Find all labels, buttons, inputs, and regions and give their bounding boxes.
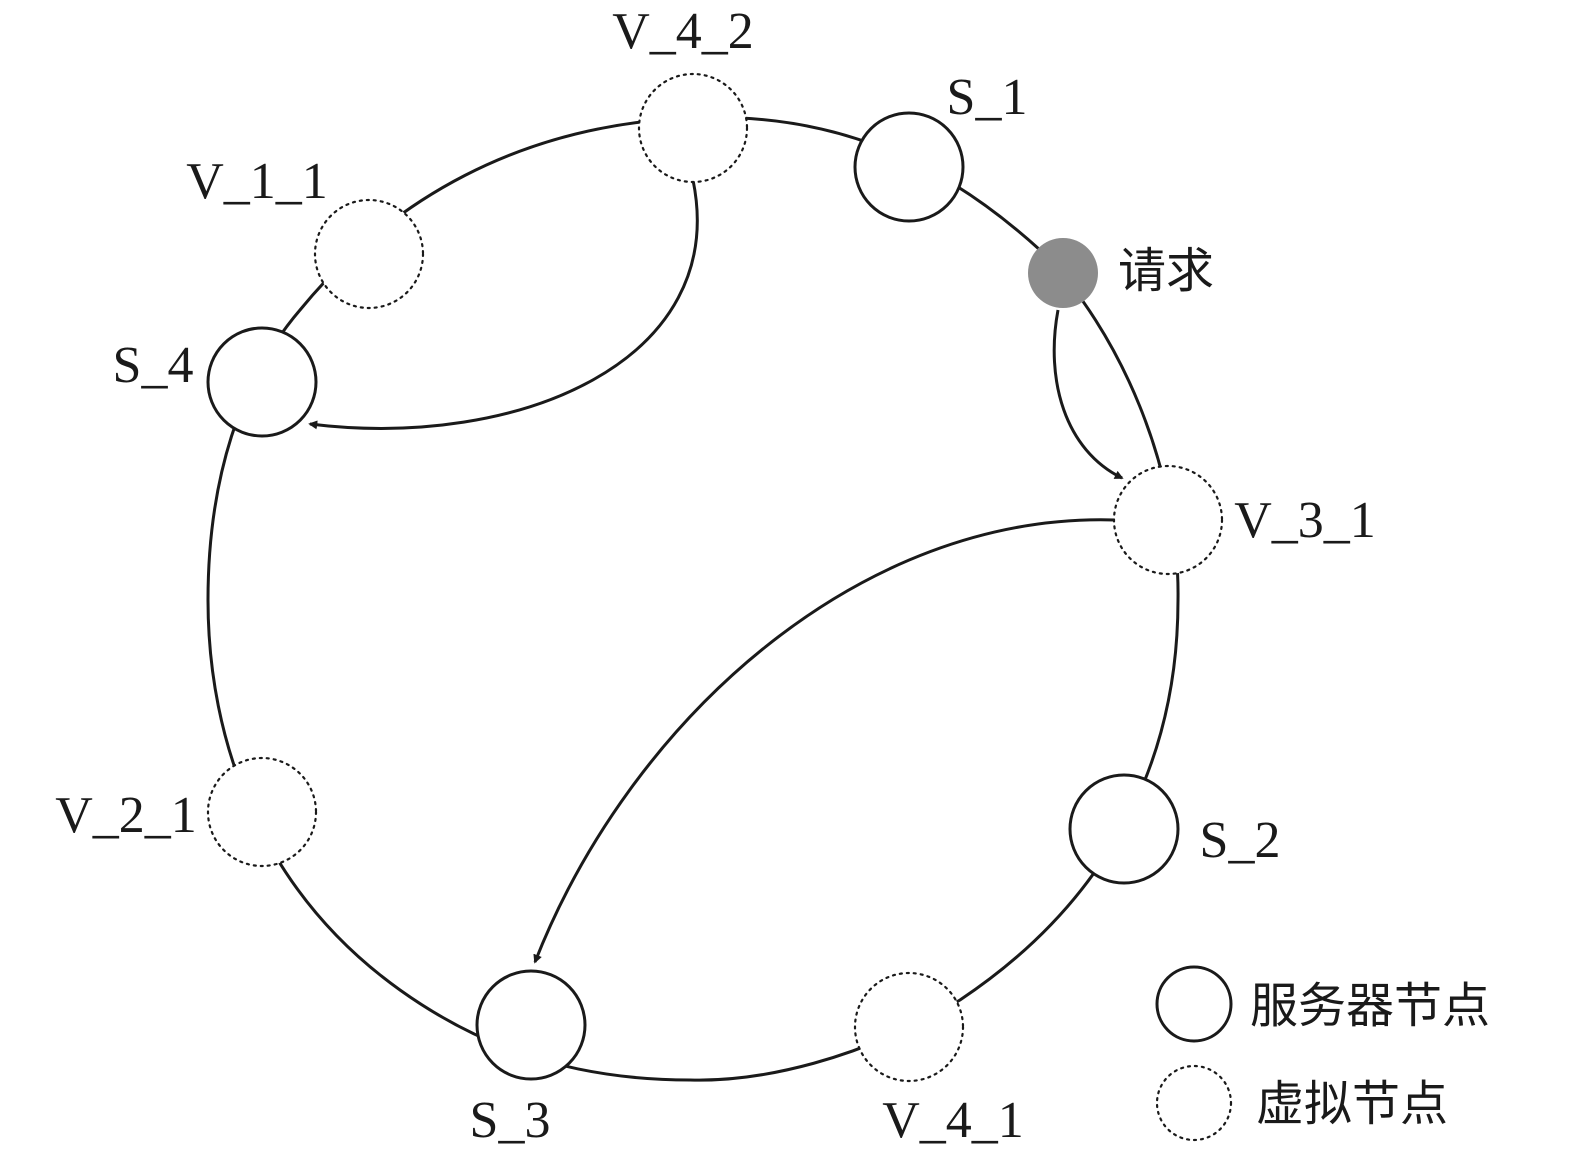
label-s4: S_4 [113, 337, 194, 394]
legend-server-label: 服务器节点 [1250, 978, 1490, 1034]
arrow-request-to-v31 [1052, 309, 1124, 480]
server-node-s2 [1068, 773, 1180, 885]
label-s3: S_3 [470, 1092, 551, 1149]
label-v21: V_2_1 [55, 787, 197, 844]
label-v42: V_4_2 [612, 3, 754, 60]
arrow-v42-to-s4 [308, 179, 699, 430]
legend: 服务器节点 虚拟节点 [1155, 965, 1490, 1142]
label-v31: V_3_1 [1234, 492, 1376, 549]
server-node-s3 [475, 969, 587, 1081]
legend-virtual-symbol [1155, 1064, 1233, 1142]
label-v11: V_1_1 [186, 153, 328, 210]
label-request: 请求 [1118, 243, 1214, 299]
legend-server-symbol [1155, 965, 1233, 1043]
virtual-node-v42 [637, 72, 749, 184]
label-s2: S_2 [1200, 812, 1281, 869]
virtual-node-v11 [313, 198, 425, 310]
virtual-node-v21 [206, 756, 318, 868]
server-node-s1 [853, 111, 965, 223]
label-s1: S_1 [947, 69, 1028, 126]
label-v41: V_4_1 [882, 1092, 1024, 1149]
server-node-s4 [206, 326, 318, 438]
arrow-v31-to-s3 [533, 518, 1116, 964]
mapping-arrows [308, 179, 1124, 964]
virtual-node-v41 [853, 971, 965, 1083]
virtual-node-v31 [1112, 464, 1224, 576]
request-node [1028, 238, 1098, 308]
legend-virtual-label: 虚拟节点 [1256, 1076, 1448, 1132]
